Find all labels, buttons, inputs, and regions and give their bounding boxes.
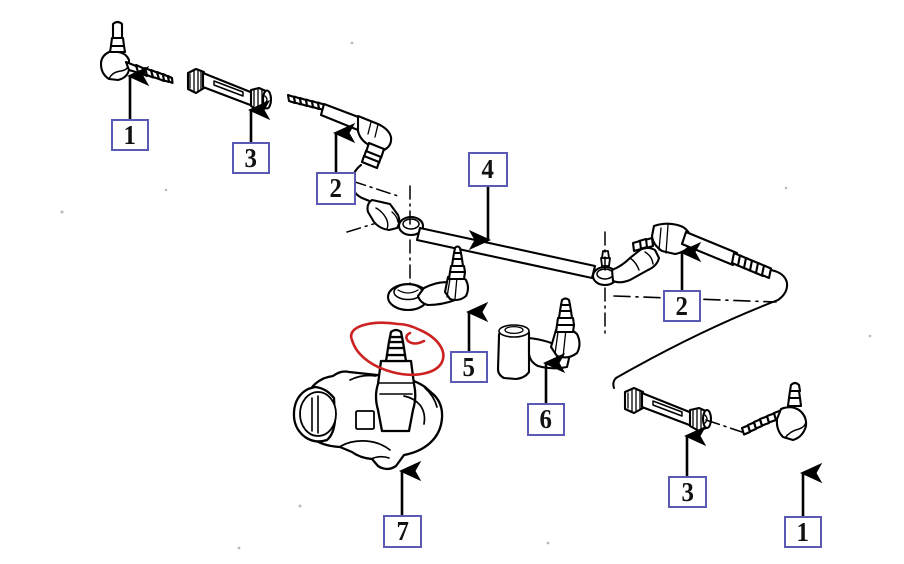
callout-7-gear-box[interactable]: 7 xyxy=(383,515,422,548)
part-steering-gear-box xyxy=(292,328,444,471)
callout-4-center[interactable]: 4 xyxy=(468,152,508,187)
callout-number-text: 5 xyxy=(462,351,476,382)
part-tie-rod-end-inner-right xyxy=(631,222,789,302)
construction-line-long-right xyxy=(613,295,777,303)
part-tie-rod-end-pitman xyxy=(496,297,581,381)
callout-1-bottom-right[interactable]: 1 xyxy=(784,516,822,548)
callout-number-text: 2 xyxy=(675,290,689,321)
scan-speckles xyxy=(60,41,872,550)
callout-2-top-left[interactable]: 2 xyxy=(316,172,356,205)
callout-number-text: 7 xyxy=(396,516,409,546)
part-tie-rod-end-outer-bottomright xyxy=(740,381,808,442)
callout-2-right[interactable]: 2 xyxy=(663,290,701,322)
callout-3-top-left[interactable]: 3 xyxy=(232,142,270,174)
part-center-link-relay-rod xyxy=(366,198,661,287)
part-adjusting-sleeve-bottomright xyxy=(623,386,713,433)
part-idler-arm xyxy=(386,245,470,312)
callout-leader-arrows xyxy=(126,65,823,516)
callout-5-idler-arm[interactable]: 5 xyxy=(450,351,488,383)
red-hand-drawn-ellipse xyxy=(349,321,445,376)
callout-6-tie-rod-end[interactable]: 6 xyxy=(527,403,565,436)
callout-number-text: 6 xyxy=(539,404,553,434)
callout-number-text: 3 xyxy=(681,476,694,507)
callout-3-bottom-right[interactable]: 3 xyxy=(668,476,707,508)
callout-1-top-left[interactable]: 1 xyxy=(111,119,149,151)
callout-number-text: 1 xyxy=(796,516,810,547)
construction-line-bottomright-sleeve xyxy=(705,419,743,433)
callout-number-text: 1 xyxy=(123,119,137,150)
callout-number-text: 3 xyxy=(244,142,258,173)
outline-long-curve-right xyxy=(612,299,779,389)
callout-number-text: 4 xyxy=(481,154,495,184)
callout-number-text: 2 xyxy=(329,173,343,203)
